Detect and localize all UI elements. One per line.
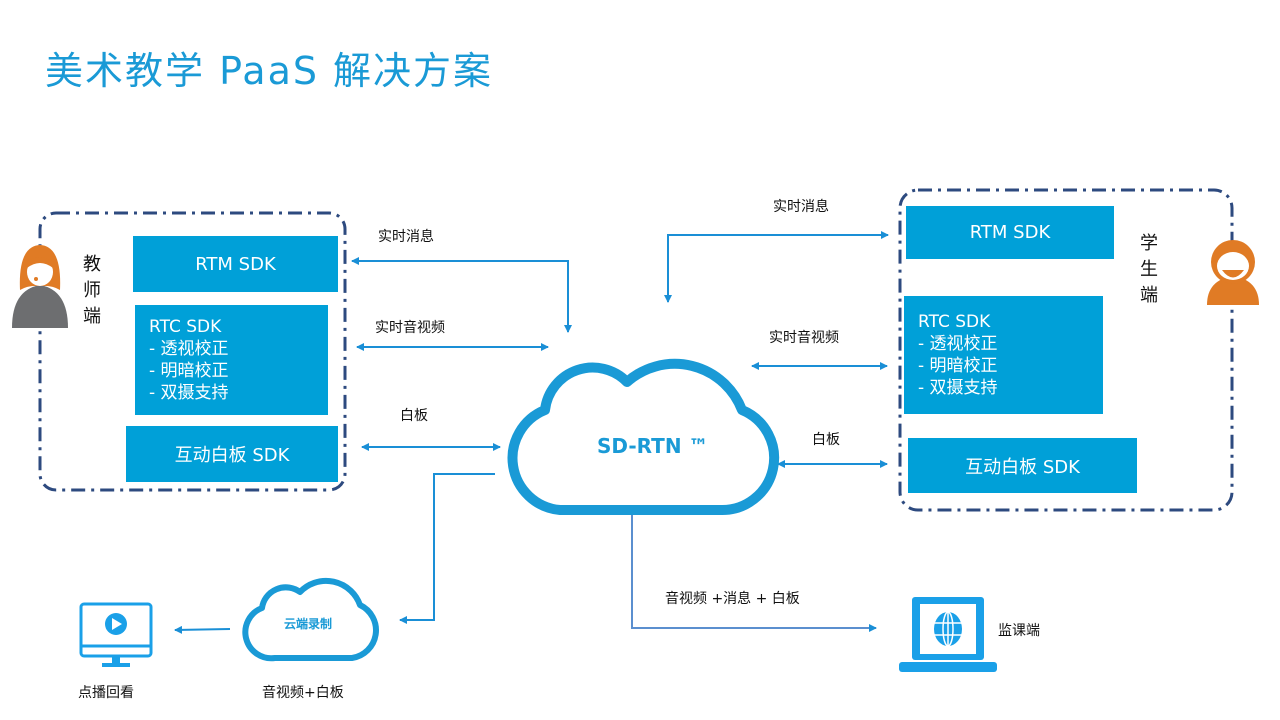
student-container [898, 188, 1234, 512]
teacher-avatar-icon [12, 245, 68, 328]
teacher-label: 教师端 [83, 254, 101, 327]
recording-caption: 音视频+白板 [262, 685, 344, 701]
rtc-title: RTC SDK [918, 312, 991, 332]
rtc-feature: - 透视校正 [149, 339, 229, 359]
rtc-feature: - 双摄支持 [149, 383, 229, 403]
teacher-container [38, 211, 347, 492]
student-msg-arrow [664, 231, 889, 303]
monitor-label: 监课端 [998, 623, 1040, 639]
monitor-stream-label: 音视频 +消息 + 白板 [665, 591, 800, 607]
teacher-msg-arrow [351, 257, 572, 333]
playback-label: 点播回看 [78, 685, 134, 701]
student-whiteboard-sdk: 互动白板 SDK [908, 438, 1137, 493]
student-wb-label: 白板 [812, 432, 840, 448]
student-msg-label: 实时消息 [773, 199, 829, 215]
teacher-msg-label: 实时消息 [378, 229, 434, 245]
page-title: 美术教学 PaaS 解决方案 [45, 49, 494, 93]
teacher-wb-label: 白板 [400, 408, 428, 424]
monitor-arrow [631, 512, 877, 632]
rtc-feature: - 双摄支持 [918, 378, 998, 398]
play-monitor-icon [79, 602, 153, 667]
playback-arrow [174, 625, 231, 634]
student-avatar-icon [1207, 240, 1259, 305]
rtc-title: RTC SDK [149, 317, 222, 337]
student-label: 学生端 [1140, 233, 1158, 306]
recording-label: 云端录制 [284, 617, 333, 631]
recording-cloud-icon [242, 577, 379, 662]
rtc-feature: - 明暗校正 [918, 356, 998, 376]
laptop-globe-icon [899, 597, 997, 672]
sd-rtn-cloud-icon [507, 358, 780, 516]
teacher-av-label: 实时音视频 [375, 320, 445, 336]
teacher-rtc-sdk: RTC SDK - 透视校正 - 明暗校正 - 双摄支持 [135, 305, 328, 415]
teacher-rtm-sdk: RTM SDK [133, 236, 338, 292]
sd-rtn-label: SD-RTN ™ [597, 434, 709, 458]
teacher-whiteboard-sdk: 互动白板 SDK [126, 426, 338, 482]
rtc-feature: - 透视校正 [918, 334, 998, 354]
rtc-feature: - 明暗校正 [149, 361, 229, 381]
record-arrow [399, 473, 495, 624]
student-rtm-sdk: RTM SDK [906, 206, 1114, 259]
student-av-label: 实时音视频 [769, 330, 839, 346]
student-rtc-sdk: RTC SDK - 透视校正 - 明暗校正 - 双摄支持 [904, 296, 1103, 414]
